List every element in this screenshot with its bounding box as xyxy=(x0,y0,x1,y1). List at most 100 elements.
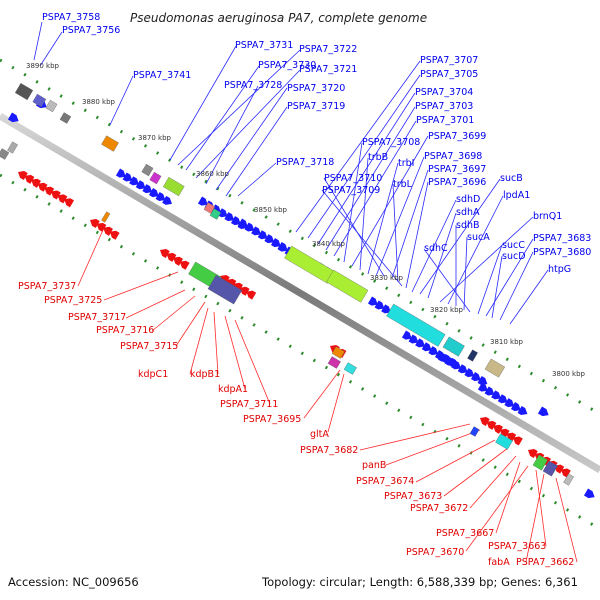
forward-leader-line xyxy=(509,269,549,325)
gene-arrow xyxy=(246,290,257,300)
gene-arrow xyxy=(148,188,159,198)
reverse-gene-label: kdpA1 xyxy=(218,384,248,395)
gene-block xyxy=(141,163,154,177)
forward-gene-label: PSPA7_3719 xyxy=(287,101,345,112)
forward-gene-label: PSPA7_3680 xyxy=(533,247,591,258)
forward-gene-label: trbL xyxy=(393,179,413,190)
gene-block xyxy=(563,473,574,486)
forward-leader-line xyxy=(411,199,457,293)
reverse-leader-line xyxy=(495,461,521,534)
gene-arrow xyxy=(217,208,228,218)
gene-arrow xyxy=(486,420,497,430)
forward-leader-line xyxy=(439,216,534,303)
gene-arrow xyxy=(277,242,288,252)
forward-gene-label: htpG xyxy=(548,264,571,275)
gene-block xyxy=(149,171,162,185)
gene-arrow xyxy=(491,390,501,400)
forward-leader-line xyxy=(321,189,403,287)
reverse-gene-label: PSPA7_3695 xyxy=(243,414,301,425)
gene-block xyxy=(0,148,10,160)
forward-gene-label: PSPA7_3731 xyxy=(235,40,293,51)
reverse-gene-label: PSPA7_3717 xyxy=(68,312,126,323)
forward-gene-label: PSPA7_3758 xyxy=(42,12,100,23)
forward-gene-label: sdhD xyxy=(456,194,480,205)
forward-leader-line xyxy=(391,169,429,279)
gene-arrow xyxy=(57,194,68,204)
forward-leader-line xyxy=(477,244,503,315)
forward-leader-line xyxy=(491,255,503,319)
forward-leader-line xyxy=(307,74,421,239)
gene-block xyxy=(101,211,111,223)
forward-gene-label: trbI xyxy=(398,158,414,169)
forward-gene-label: sucB xyxy=(500,173,523,184)
forward-gene-label: sdhA xyxy=(456,207,480,218)
gene-arrow xyxy=(270,238,281,248)
label-leader-lines xyxy=(33,21,578,563)
gene-block xyxy=(327,356,341,369)
reverse-leader-line xyxy=(77,229,104,287)
gene-arrow xyxy=(173,256,183,266)
forward-gene-label: brnQ1 xyxy=(533,211,562,222)
forward-leader-line xyxy=(423,248,471,313)
reverse-gene-label: PSPA7_3674 xyxy=(356,476,414,487)
gene-arrow xyxy=(504,398,515,408)
forward-leader-line xyxy=(237,162,277,197)
reverse-gene-label: gltA xyxy=(310,429,329,440)
forward-leader-line xyxy=(225,106,288,197)
forward-leader-line xyxy=(405,181,429,289)
reverse-leader-line xyxy=(465,465,529,552)
reverse-leader-line xyxy=(525,473,545,563)
gene-arrow xyxy=(251,226,261,236)
gene-arrow xyxy=(109,230,120,240)
gene-arrow xyxy=(583,488,595,499)
gene-block xyxy=(386,303,446,347)
gene-block xyxy=(162,177,185,197)
gene-arrow xyxy=(401,330,412,340)
reverse-leader-line xyxy=(555,477,578,563)
forward-gene-label: sucD xyxy=(502,251,526,262)
gene-block xyxy=(207,274,243,305)
reverse-gene-label: kdpC1 xyxy=(138,369,168,380)
gene-arrow xyxy=(160,248,170,259)
gene-arrow xyxy=(197,196,208,206)
gene-block xyxy=(32,93,47,108)
forward-gene-label: PSPA7_3720 xyxy=(287,83,345,94)
forward-leader-line xyxy=(485,238,534,317)
forward-leader-line xyxy=(205,85,259,185)
gene-arrow xyxy=(477,375,488,385)
reverse-leader-line xyxy=(175,301,206,347)
forward-leader-line xyxy=(215,87,288,191)
reverse-gene-label: kdpB1 xyxy=(190,369,220,380)
reverse-gene-label: PSPA7_3672 xyxy=(410,503,468,514)
gene-block xyxy=(532,454,548,471)
reverse-gene-label: PSPA7_3673 xyxy=(384,491,442,502)
gene-arrow xyxy=(374,300,385,310)
forward-leader-line xyxy=(351,135,429,267)
forward-gene-label: sucA xyxy=(467,232,490,243)
gene-arrow xyxy=(129,176,139,186)
gene-arrow xyxy=(480,416,490,427)
gene-arrow xyxy=(96,222,107,232)
gene-arrow xyxy=(381,304,391,314)
reverse-gene-label: PSPA7_3682 xyxy=(300,445,358,456)
forward-leader-line xyxy=(185,65,260,171)
forward-leader-line xyxy=(39,31,63,67)
reverse-leader-line xyxy=(125,289,186,319)
forward-leader-line xyxy=(375,156,425,277)
gene-arrow xyxy=(367,296,378,306)
gene-arrow xyxy=(37,182,48,192)
forward-leader-line xyxy=(427,212,457,299)
reverse-gene-label: PSPA7_3662 xyxy=(516,557,574,568)
gene-arrow xyxy=(135,180,146,190)
forward-leader-line xyxy=(463,236,468,311)
forward-gene-labels: PSPA7_3758PSPA7_3756PSPA7_3741PSPA7_3731… xyxy=(42,12,591,275)
forward-leader-line xyxy=(343,142,363,263)
forward-leader-line xyxy=(499,251,534,321)
gene-arrow xyxy=(510,402,521,412)
forward-gene-label: PSPA7_3708 xyxy=(362,137,420,148)
forward-leader-line xyxy=(295,60,421,233)
gene-block xyxy=(209,208,222,220)
reverse-leader-line xyxy=(189,307,209,375)
